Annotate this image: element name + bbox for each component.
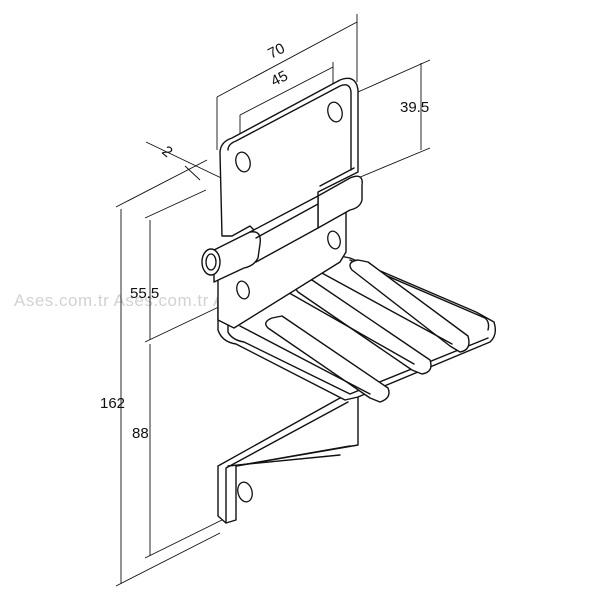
leaf-hole-left — [235, 151, 251, 173]
dim-label-55-5: 55.5 — [130, 285, 159, 302]
foot-hole — [237, 481, 253, 503]
leaf-hole-right — [327, 101, 343, 123]
slot-1 — [265, 315, 390, 403]
slot-3 — [349, 259, 470, 353]
dimension-lines — [115, 14, 431, 587]
dim-label-88: 88 — [132, 425, 149, 442]
dim-label-162: 162 — [100, 395, 125, 412]
bottom-foot — [217, 391, 359, 524]
dim-label-2: 2 — [158, 143, 175, 161]
body-hole-right — [327, 230, 341, 250]
dim-label-45: 45 — [268, 67, 291, 90]
dim-label-39-5: 39.5 — [400, 99, 429, 116]
dim-label-70: 70 — [265, 40, 288, 63]
hinge-knuckles — [201, 167, 363, 283]
body-hole-left — [236, 280, 250, 300]
